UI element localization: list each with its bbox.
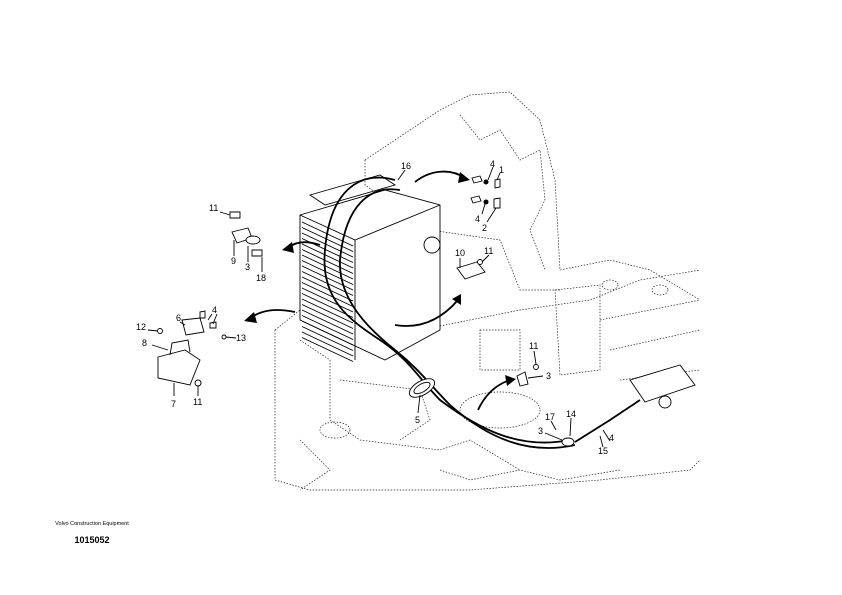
radiator-fin xyxy=(301,227,354,252)
exploded-parts xyxy=(157,175,539,387)
callout: 4 xyxy=(475,214,480,224)
hoses xyxy=(323,176,696,449)
callout: 12 xyxy=(136,322,146,332)
callout: 11 xyxy=(209,203,218,213)
callout: 11 xyxy=(529,341,538,351)
leader-lines xyxy=(147,166,611,448)
callout: 6 xyxy=(176,313,181,323)
radiator-fin xyxy=(301,298,354,324)
radiator-fin xyxy=(301,309,354,335)
radiator-fin xyxy=(301,287,354,313)
radiator-fin xyxy=(301,276,354,302)
radiator-fin xyxy=(301,320,354,346)
figure-number: 1015052 xyxy=(74,535,110,545)
callout: 13 xyxy=(236,333,246,343)
radiator-fin xyxy=(301,254,354,280)
callout: 4 xyxy=(609,433,614,443)
radiator-fin xyxy=(301,265,354,291)
brand-caption: Volvo Construction Equipment xyxy=(55,521,129,527)
cooler-assembly xyxy=(299,174,441,362)
callout: 3 xyxy=(538,426,543,436)
callout: 14 xyxy=(566,409,576,419)
callout: 15 xyxy=(598,446,608,456)
radiator-fin xyxy=(301,337,354,362)
callout: 17 xyxy=(545,412,555,422)
radiator-fin xyxy=(301,282,354,307)
callout: 1 xyxy=(499,165,504,175)
callout: 10 xyxy=(455,248,465,258)
callout: 3 xyxy=(245,262,250,272)
callout: 2 xyxy=(482,223,487,233)
arrows xyxy=(244,170,516,411)
callout: 8 xyxy=(142,338,147,348)
callout: 5 xyxy=(415,415,420,425)
radiator-fin xyxy=(301,260,354,285)
callout: 3 xyxy=(546,371,551,381)
radiator-fin xyxy=(301,326,354,351)
radiator-fin xyxy=(301,304,354,329)
callout: 4 xyxy=(212,305,217,315)
radiator-fin xyxy=(301,243,354,269)
radiator-fin xyxy=(301,249,354,274)
callout: 16 xyxy=(401,161,411,171)
callout: 7 xyxy=(171,399,176,409)
callout: 4 xyxy=(490,159,495,169)
callout: 11 xyxy=(484,246,493,256)
radiator-fin xyxy=(301,315,354,340)
callouts: 16 4 1 4 2 11 9 3 18 10 11 6 4 12 13 8 7… xyxy=(136,159,614,456)
callout: 11 xyxy=(193,397,202,407)
callout: 9 xyxy=(231,256,236,266)
radiator-fin xyxy=(301,331,354,357)
callout: 18 xyxy=(256,273,266,283)
radiator-fin xyxy=(301,232,354,258)
